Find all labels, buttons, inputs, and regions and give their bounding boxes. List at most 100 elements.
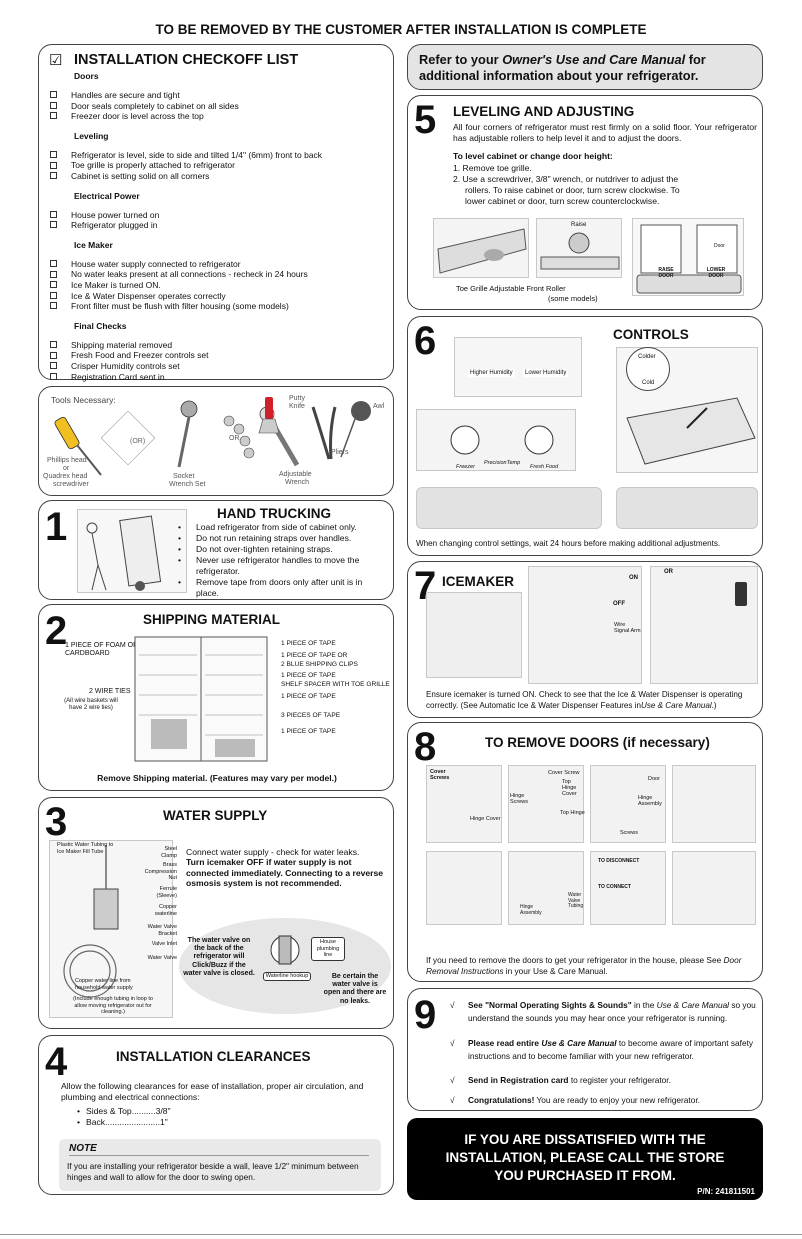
- checkbox-icon[interactable]: [50, 340, 57, 348]
- step-6-title: CONTROLS: [613, 327, 689, 342]
- tool-label-or-3: OR: [229, 435, 240, 442]
- step-9-final: 9 √See "Normal Operating Sights & Sounds…: [407, 988, 763, 1111]
- checkbox-icon[interactable]: [50, 151, 57, 159]
- tool-label-socket: Socket: [173, 473, 195, 480]
- checkbox-icon[interactable]: [50, 281, 57, 289]
- leveling-sub: To level cabinet or change door height:: [453, 151, 613, 161]
- checklist-title: INSTALLATION CHECKOFF LIST: [74, 52, 299, 68]
- checkbox-icon[interactable]: [50, 101, 57, 109]
- leveling-step: lower cabinet or door, turn screw counte…: [465, 196, 660, 206]
- top-hinge-cover-label: Top Hinge Cover: [562, 779, 577, 797]
- bubble-right-text: Be certain the water valve is open and t…: [323, 973, 387, 1005]
- refer-manual-box: Refer to your Owner's Use and Care Manua…: [407, 44, 763, 90]
- checkbox-icon[interactable]: [50, 291, 57, 299]
- checkbox-icon[interactable]: [50, 302, 57, 310]
- bullet-icon: •: [178, 533, 182, 543]
- door-step-2: [508, 765, 584, 843]
- higher-humidity-label: Higher Humidity: [468, 369, 515, 377]
- checkbox-icon[interactable]: [50, 210, 57, 218]
- refer-post: for additional information about your re…: [419, 52, 706, 83]
- tools-title: Tools Necessary:: [51, 395, 116, 405]
- bullet-icon: •: [178, 577, 182, 587]
- checklist-item-label: Registration Card sent in: [71, 371, 165, 382]
- dial-controls-illustration: [416, 409, 576, 471]
- tool-label-adjustable: Adjustable: [279, 471, 312, 478]
- final-row-bold: Send in Registration card: [468, 1075, 569, 1085]
- checkbox-icon[interactable]: [50, 172, 57, 180]
- raise-door-label: RAISE DOOR: [658, 267, 674, 279]
- label-water-valve: Water Valve: [147, 955, 177, 961]
- final-row-bold: Congratulations!: [468, 1095, 535, 1105]
- bullet-item: • Remove tape from doors only after unit …: [178, 577, 387, 599]
- checkmark-icon: ☑: [49, 52, 63, 69]
- icemaker-caption-post: .): [711, 700, 717, 710]
- hinge-asm-label: Hinge Assembly: [520, 904, 542, 916]
- icemaker-caption-manual: Use & Care Manual: [641, 700, 712, 710]
- water-valve-bubble: [179, 918, 391, 1014]
- bullet-icon: •: [178, 522, 182, 532]
- remove-doors-it: Door Removal Instructions: [426, 955, 742, 976]
- checklist-section-heading: Electrical Power: [74, 190, 140, 201]
- checklist-section-heading: Ice Maker: [74, 239, 113, 250]
- leveling-intro: All four corners of refrigerator must re…: [453, 122, 757, 143]
- svg-text:(OR): (OR): [130, 438, 145, 445]
- icemaker-caption-pre: Ensure icemaker is turned ON. Check to s…: [426, 690, 743, 710]
- bullet-text: Remove tape from doors only after unit i…: [196, 577, 363, 598]
- check-icon: √: [450, 1095, 455, 1105]
- leveling-step: 2. Use a screwdriver, 3/8" wrench, or nu…: [453, 174, 679, 184]
- checklist-item: Door seals completely to cabinet on all …: [50, 101, 390, 112]
- tool-label-wrench-set: Wrench Set: [169, 481, 206, 488]
- label-ferrule: Ferrule (Sleeve): [156, 886, 177, 899]
- on-label: ON: [629, 575, 638, 581]
- checklist-item: Handles are secure and tight: [50, 90, 390, 101]
- checklist-section-heading: Leveling: [74, 130, 109, 141]
- note-rule: [69, 1155, 369, 1156]
- final-row-bold: Please read entire: [468, 1038, 542, 1048]
- tools-illustration: (OR): [54, 397, 371, 476]
- step-number: 9: [414, 993, 437, 1037]
- final-row: √See "Normal Operating Sights & Sounds" …: [450, 999, 760, 1024]
- door-step-1: [426, 765, 502, 843]
- checkbox-icon[interactable]: [50, 362, 57, 370]
- checkbox-icon[interactable]: [50, 260, 57, 267]
- tool-label-pliers: Pliers: [331, 449, 349, 456]
- top-hinge-label: Top Hinge: [560, 810, 585, 816]
- shipping-label: 1 PIECE OF TAPE: [281, 640, 336, 647]
- checkbox-icon[interactable]: [50, 351, 57, 359]
- colder-label: Colder: [638, 354, 656, 360]
- checkbox-icon[interactable]: [50, 91, 57, 99]
- checkbox-icon[interactable]: [50, 270, 57, 278]
- checklist-item: Front filter must be flush with filter h…: [50, 301, 390, 312]
- checklist-item: Freezer door is level across the top: [50, 111, 390, 122]
- tool-label-putty: Putty: [289, 395, 305, 402]
- checkbox-icon[interactable]: [50, 161, 57, 169]
- label-bracket: Water Valve Bracket: [147, 924, 177, 937]
- note-label: NOTE: [69, 1143, 97, 1154]
- step-number: 3: [45, 800, 68, 844]
- checkbox-icon[interactable]: [50, 372, 57, 380]
- refrigerator-shipping-diagram: [134, 636, 268, 762]
- checklist-item: Cabinet is setting solid on all corners: [50, 171, 390, 182]
- bottom-rule: [0, 1234, 802, 1235]
- remove-doors-pre: If you need to remove the doors to get y…: [426, 955, 724, 965]
- checklist-item: Refrigerator plugged in: [50, 220, 390, 231]
- step-4-installation-clearances: 4 INSTALLATION CLEARANCES Allow the foll…: [38, 1035, 394, 1195]
- step-5-title: LEVELING AND ADJUSTING: [453, 104, 635, 119]
- checkbox-icon[interactable]: [50, 221, 57, 229]
- checklist-item-label: Handles are secure and tight: [71, 90, 180, 100]
- door-label: Door: [714, 243, 725, 249]
- final-row: √Send in Registration card to register y…: [450, 1074, 760, 1087]
- label-copper-line: Copper water line from household water s…: [75, 978, 133, 991]
- checkbox-icon[interactable]: [50, 112, 57, 120]
- final-row-bold: See "Normal Operating Sights & Sounds": [468, 1000, 632, 1010]
- checklist-item: Crisper Humidity controls set: [50, 361, 390, 372]
- step-6-controls: 6 CONTROLS Higher Humidity Lower Humidit…: [407, 316, 763, 556]
- door-adjust-illustration: [632, 218, 744, 296]
- raise-label: Raise: [571, 222, 587, 228]
- shipping-label: 1 PIECE OF TAPE OR: [281, 652, 348, 659]
- checklist-section-heading: Final Checks: [74, 320, 127, 331]
- label-wire-ties-note: (All wire baskets will have 2 wire ties): [64, 698, 118, 711]
- clearance-item: •Sides & Top..........3/8": [77, 1106, 277, 1117]
- checklist-item-label: House power turned on: [71, 209, 160, 220]
- bullet-item: •Never use refrigerator handles to move …: [178, 555, 387, 577]
